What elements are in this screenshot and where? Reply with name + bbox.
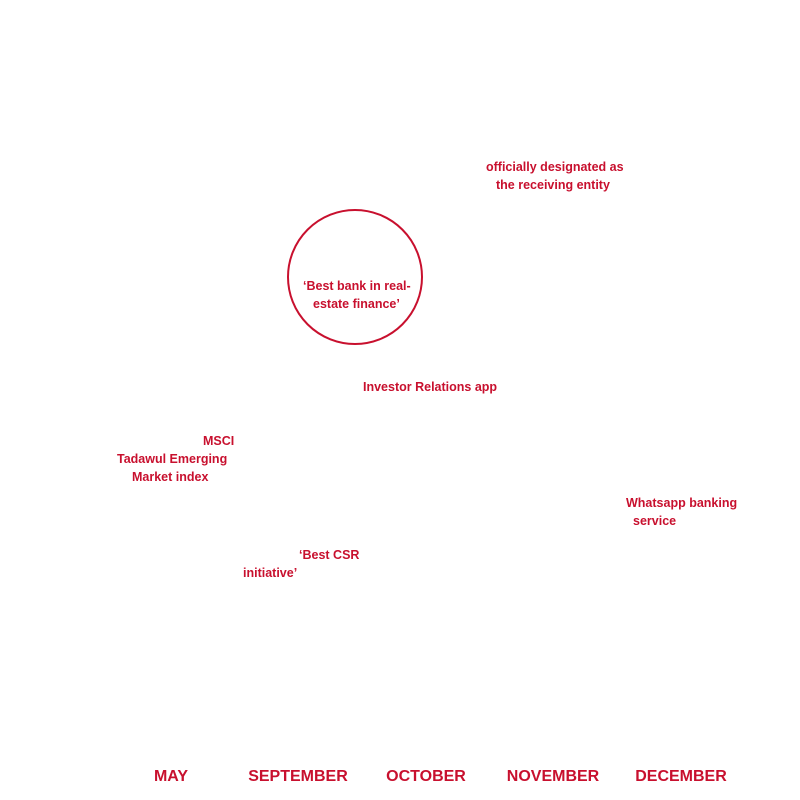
event-best-bank-line1: ‘Best bank in real- <box>303 279 411 293</box>
month-label-december: DECEMBER <box>635 768 727 785</box>
event-best-bank-line2: estate finance’ <box>313 297 400 311</box>
event-csr: ‘Best CSR initiative’ <box>243 546 359 582</box>
event-ir-app-line1: Investor Relations app <box>363 380 498 394</box>
event-designated-line2: the receiving entity <box>496 178 610 192</box>
event-best-bank: ‘Best bank in real- estate finance’ <box>303 277 411 313</box>
month-label-november: NOVEMBER <box>506 768 600 785</box>
month-label-october: OCTOBER <box>386 768 466 785</box>
event-csr-line2: initiative’ <box>243 566 298 580</box>
event-msci-line2: Tadawul Emerging <box>117 452 228 466</box>
event-whatsapp-line1: Whatsapp banking <box>626 496 738 510</box>
month-label-september: SEPTEMBER <box>248 768 348 785</box>
event-csr-line1: ‘Best CSR <box>299 548 360 562</box>
event-msci-line1: MSCI <box>203 434 235 448</box>
event-msci: MSCI Tadawul Emerging Market index <box>117 432 234 486</box>
event-ir-app: Investor Relations app <box>363 378 497 396</box>
event-designated-line1: officially designated as <box>486 160 624 174</box>
event-designated: officially designated as the receiving e… <box>486 158 624 194</box>
event-msci-line3: Market index <box>132 470 209 484</box>
month-label-may: MAY <box>153 768 189 785</box>
event-whatsapp: Whatsapp banking service <box>626 494 737 530</box>
highlight-circle <box>287 209 423 345</box>
event-whatsapp-line2: service <box>633 514 677 528</box>
